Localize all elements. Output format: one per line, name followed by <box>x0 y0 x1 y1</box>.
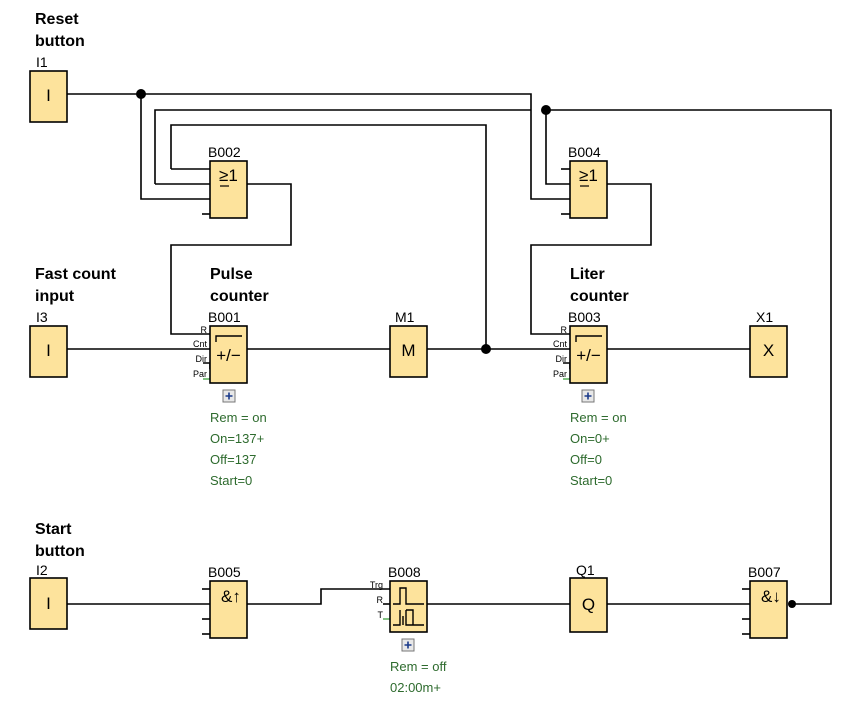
block-i3[interactable]: I3 I <box>29 309 68 378</box>
wire-i1-main[interactable] <box>67 93 570 200</box>
annotation-pulse-counter-line1: Pulse <box>210 266 253 283</box>
block-b003[interactable]: B003 +/− R Cnt Dir Par <box>553 309 608 384</box>
block-label: B005 <box>208 564 241 580</box>
expand-button-b001[interactable] <box>222 389 236 403</box>
params-b008: Rem = off 02:00m+ <box>390 659 447 695</box>
annotation-pulse-counter-line2: counter <box>210 288 269 305</box>
pin-label-dir: Dir <box>556 354 568 364</box>
annotation-start-button-line1: Start <box>35 521 72 538</box>
block-label: X1 <box>756 309 773 325</box>
block-symbol: M <box>401 341 415 360</box>
annotation-liter-counter-line2: counter <box>570 288 629 305</box>
block-symbol: I <box>46 341 51 360</box>
param-line: Start=0 <box>570 473 612 488</box>
junction-dot <box>541 105 551 115</box>
wire-b007-feedback[interactable] <box>546 109 832 605</box>
block-symbol: I <box>46 594 51 613</box>
block-label: I2 <box>36 562 48 578</box>
block-b007[interactable]: B007 &↓ <box>748 564 788 639</box>
junction-dot <box>136 89 146 99</box>
annotation-reset-button-line2: button <box>35 33 85 50</box>
annotation-start-button-line2: button <box>35 543 85 560</box>
block-b004[interactable]: B004 ≥1 <box>568 144 608 219</box>
block-i1[interactable]: I1 I <box>29 54 68 123</box>
block-label: B008 <box>388 564 421 580</box>
wire-b007-b004-in2[interactable] <box>545 110 570 185</box>
counter-symbol: +/− <box>576 346 601 365</box>
block-label: M1 <box>395 309 415 325</box>
block-q1[interactable]: Q1 Q <box>569 562 608 633</box>
block-label: I3 <box>36 309 48 325</box>
or-gate-symbol: ≥1 <box>219 166 238 185</box>
pin-label-r: R <box>561 325 568 335</box>
and-rising-edge-symbol: &↑ <box>221 587 241 606</box>
block-label: B004 <box>568 144 601 160</box>
block-label: B003 <box>568 309 601 325</box>
counter-edge-icon <box>215 335 242 342</box>
annotation-fast-count-line1: Fast count <box>35 266 117 283</box>
expand-button-b008[interactable] <box>401 638 415 652</box>
pin-label-dir: Dir <box>196 354 208 364</box>
pin-label-cnt: Cnt <box>553 339 568 349</box>
wire-b002-in2-loop[interactable] <box>154 109 531 185</box>
pulse-timer-icon <box>393 587 424 605</box>
block-symbol: I <box>46 86 51 105</box>
param-line: Off=137 <box>210 452 256 467</box>
pin-label-par: Par <box>193 369 207 379</box>
wire-b005-b008-trg[interactable] <box>247 588 390 605</box>
wire-b004-b003-r[interactable] <box>530 183 652 335</box>
pin-label-r: R <box>201 325 208 335</box>
block-label: B001 <box>208 309 241 325</box>
block-symbol: X <box>763 341 774 360</box>
counter-symbol: +/− <box>216 346 241 365</box>
block-m1[interactable]: M1 M <box>389 309 428 378</box>
pin-label-r: R <box>377 595 384 605</box>
wires <box>67 89 832 635</box>
block-b005[interactable]: B005 &↑ <box>208 564 248 639</box>
param-line: 02:00m+ <box>390 680 441 695</box>
annotation-reset-button-line1: Reset <box>35 11 79 28</box>
block-b002[interactable]: B002 ≥1 <box>208 144 248 219</box>
param-line: Rem = on <box>570 410 627 425</box>
or-gate-symbol: ≥1 <box>579 166 598 185</box>
block-i2[interactable]: I2 I <box>29 562 68 630</box>
pin-label-par: Par <box>553 369 567 379</box>
block-b001[interactable]: B001 +/− R Cnt Dir Par <box>193 309 248 384</box>
block-label: Q1 <box>576 562 595 578</box>
params-b003: Rem = on On=0+ Off=0 Start=0 <box>570 410 627 488</box>
annotation-liter-counter-line1: Liter <box>570 266 605 283</box>
wire-m1-b002-in1[interactable] <box>170 124 487 349</box>
annotations: Reset button Fast count input Pulse coun… <box>35 11 629 560</box>
block-label: B007 <box>748 564 781 580</box>
block-x1[interactable]: X1 X <box>749 309 788 378</box>
expand-button-b003[interactable] <box>581 389 595 403</box>
block-b008[interactable]: B008 Trg R T <box>370 564 428 633</box>
block-symbol: Q <box>582 595 595 614</box>
param-line: Off=0 <box>570 452 602 467</box>
wire-i1-b002-in3[interactable] <box>140 94 210 200</box>
pulse-timer-icon <box>393 609 424 626</box>
param-line: Start=0 <box>210 473 252 488</box>
param-line: On=0+ <box>570 431 610 446</box>
param-line: Rem = off <box>390 659 447 674</box>
param-line: On=137+ <box>210 431 264 446</box>
and-falling-edge-symbol: &↓ <box>761 587 781 606</box>
pin-label-trg: Trg <box>370 580 383 590</box>
pin-label-cnt: Cnt <box>193 339 208 349</box>
pin-label-t: T <box>378 610 384 620</box>
params-b001: Rem = on On=137+ Off=137 Start=0 <box>210 410 267 488</box>
junction-dot <box>481 344 491 354</box>
counter-edge-icon <box>575 335 602 342</box>
negation-dot <box>788 600 796 608</box>
block-label: B002 <box>208 144 241 160</box>
annotation-fast-count-line2: input <box>35 288 75 305</box>
block-label: I1 <box>36 54 48 70</box>
wire-b002-b001-r[interactable] <box>170 183 292 335</box>
param-line: Rem = on <box>210 410 267 425</box>
